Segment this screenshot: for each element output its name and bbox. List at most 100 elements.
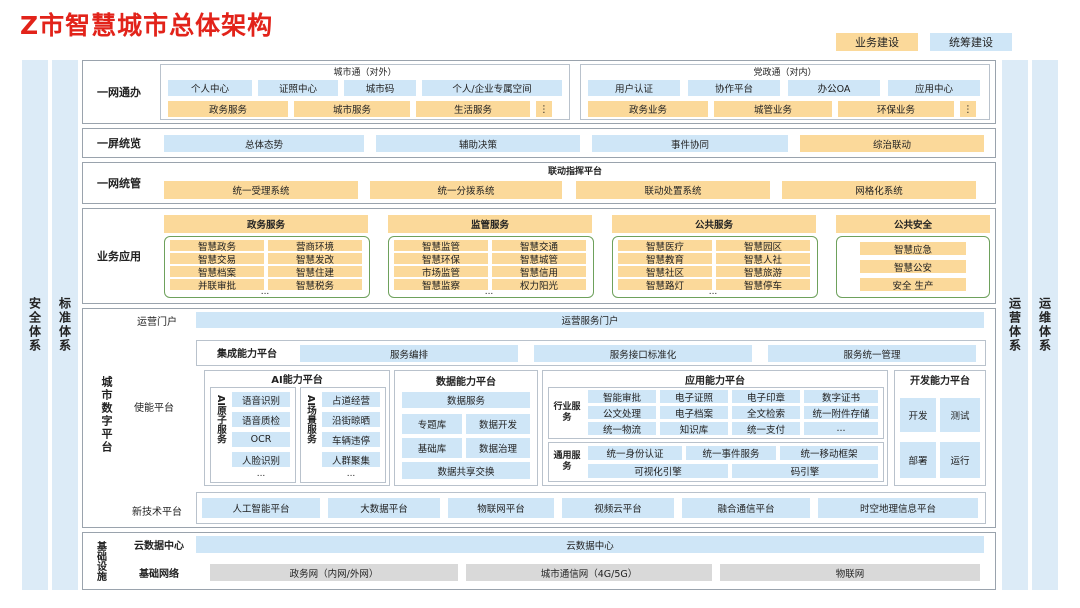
personal-center: 个人中心 (168, 80, 252, 96)
app-business-env: 营商环境 (268, 240, 362, 251)
overall-situation: 总体态势 (164, 135, 364, 152)
user-auth: 用户认证 (588, 80, 680, 96)
iot-platform: 物联网平台 (448, 498, 554, 518)
cloud-dc-label: 云数据中心 (134, 540, 184, 552)
app-smart-urban: 智慧城管 (492, 253, 586, 264)
app-smart-education: 智慧教育 (618, 253, 712, 264)
app-smart-drc: 智慧发改 (268, 253, 362, 264)
security-system-bar: 安全体系 (22, 60, 48, 590)
public-service-group-title: 公共服务 (612, 215, 816, 233)
city-digital-platform-label: 城市数字平台 (100, 376, 113, 454)
exclusive-space: 个人/企业专属空间 (422, 80, 562, 96)
video-cloud-platform: 视频云平台 (562, 498, 674, 518)
topic-db: 专题库 (402, 414, 462, 434)
unified-attachment: 统一附件存储 (804, 406, 878, 419)
iot-network: 物联网 (720, 564, 980, 581)
public-safety-group-title: 公共安全 (836, 215, 990, 233)
industry-service-label: 行业服务 (553, 402, 581, 423)
ops-service-portal: 运营服务门户 (196, 312, 984, 328)
bigdata-platform: 大数据平台 (328, 498, 440, 518)
unified-payment: 统一支付 (732, 422, 800, 435)
urban-mgmt-business: 城管业务 (714, 101, 832, 117)
app-smart-inspection: 智慧监察 (394, 279, 488, 290)
unified-dispatch: 统一分拨系统 (370, 181, 562, 199)
data-platform-title: 数据能力平台 (436, 376, 496, 388)
ai-atomic-label-box: AI原子服务 (213, 395, 227, 475)
code-engine: 码引擎 (732, 464, 878, 478)
city-code: 城市码 (344, 80, 416, 96)
one-screen-label: 一屏统览 (97, 137, 141, 150)
app-parallel-approval: 并联审批 (170, 279, 264, 290)
cloud-dc: 云数据中心 (196, 536, 984, 553)
interface-standardization: 服务接口标准化 (534, 345, 752, 362)
service-orchestration: 服务编排 (300, 345, 518, 362)
digital-certificate: 数字证书 (804, 390, 878, 403)
e-seal: 电子印章 (732, 390, 800, 403)
life-service: 生活服务 (416, 101, 530, 117)
industry-more: ... (804, 422, 878, 435)
legend-business: 业务建设 (836, 33, 918, 51)
dev-test: 测试 (940, 398, 980, 432)
general-service-label: 通用服务 (553, 451, 581, 472)
infrastructure-label-box: 基础设施 (90, 534, 110, 588)
app-smart-emergency: 智慧应急 (860, 242, 966, 255)
ai-scene-label: AI场景服务 (305, 395, 316, 444)
party-business: 政务业务 (588, 101, 708, 117)
face-recognition: 人脸识别 (232, 452, 290, 467)
app-smart-police: 智慧公安 (860, 260, 966, 273)
data-exchange: 数据共享交换 (402, 462, 530, 479)
dev-platform-title: 开发能力平台 (910, 375, 970, 387)
app-smart-trade: 智慧交易 (170, 253, 264, 264)
supervision-more: ... (484, 287, 494, 297)
e-archive: 电子档案 (660, 406, 728, 419)
app-smart-supervision: 智慧监管 (394, 240, 488, 251)
dev-deploy: 部署 (900, 442, 936, 478)
app-smart-hr: 智慧人社 (716, 253, 810, 264)
smart-approval: 智能审批 (588, 390, 656, 403)
unified-acceptance: 统一受理系统 (164, 181, 358, 199)
city-comm-network: 城市通信网（4G/5G） (466, 564, 712, 581)
unified-mgmt-label: 一网统管 (97, 177, 141, 190)
unified-mobile-framework: 统一移动框架 (780, 446, 878, 460)
app-smart-streetlight: 智慧路灯 (618, 279, 712, 290)
knowledge-base: 知识库 (660, 422, 728, 435)
app-smart-archive: 智慧档案 (170, 266, 264, 277)
app-smart-traffic: 智慧交通 (492, 240, 586, 251)
visualization-engine: 可视化引擎 (588, 464, 728, 478)
gov-network: 政务网（内网/外网） (210, 564, 458, 581)
dangzheng-more-icon: ⋮ (960, 101, 976, 117)
page-title: Z市智慧城市总体架构 (20, 11, 274, 40)
ocr: OCR (232, 432, 290, 447)
unified-event: 统一事件服务 (686, 446, 776, 460)
gov-service-group-title: 政务服务 (164, 215, 368, 233)
data-governance: 数据治理 (466, 438, 530, 458)
base-db: 基础库 (402, 438, 462, 458)
app-center: 应用中心 (888, 80, 980, 96)
dev-run: 运行 (940, 442, 980, 478)
standard-system-bar: 标准体系 (52, 60, 78, 590)
app-smart-credit: 智慧信用 (492, 266, 586, 277)
public-service-more: ... (708, 287, 718, 297)
maintenance-system-label: 运维体系 (1037, 297, 1052, 353)
e-license: 电子证照 (660, 390, 728, 403)
operation-system-label: 运营体系 (1007, 297, 1022, 353)
crowd-gathering: 人群聚集 (322, 452, 380, 467)
decision-support: 辅助决策 (376, 135, 580, 152)
app-smart-tourism: 智慧旅游 (716, 266, 810, 277)
app-smart-housing: 智慧住建 (268, 266, 362, 277)
base-network-label: 基础网络 (139, 568, 179, 580)
integration-title: 集成能力平台 (217, 348, 277, 360)
gov-service: 政务服务 (168, 101, 288, 117)
app-smart-tax: 智慧税务 (268, 279, 362, 290)
operation-system-bar: 运营体系 (1002, 60, 1028, 590)
fulltext-search: 全文检索 (732, 406, 800, 419)
geo-info-platform: 时空地理信息平台 (818, 498, 978, 518)
unified-service-mgmt: 服务统一管理 (768, 345, 976, 362)
supervision-group-title: 监管服务 (388, 215, 592, 233)
env-business: 环保业务 (838, 101, 954, 117)
ai-scene-more: ... (346, 469, 356, 479)
road-occupation: 占道经营 (322, 392, 380, 407)
dev-develop: 开发 (900, 398, 936, 432)
citytong-more-icon: ⋮ (536, 101, 552, 117)
app-smart-park: 智慧园区 (716, 240, 810, 251)
